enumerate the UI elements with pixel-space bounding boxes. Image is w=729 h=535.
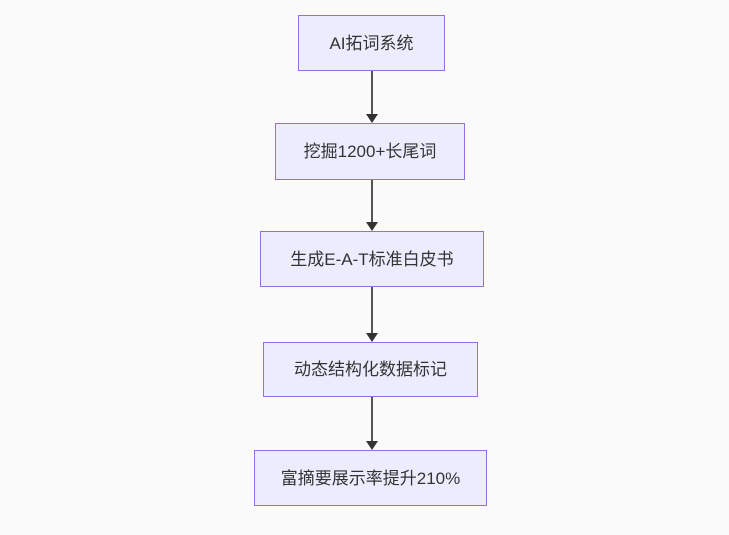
arrow-line — [370, 287, 373, 333]
arrow-line — [370, 180, 373, 222]
arrowhead-down-icon — [365, 114, 378, 123]
flowchart-node-eat-whitepaper: 生成E-A-T标准白皮书 — [260, 231, 484, 287]
flowchart-node-longtail-mining: 挖掘1200+长尾词 — [275, 123, 465, 180]
node-label: 动态结构化数据标记 — [294, 360, 447, 379]
node-label: 挖掘1200+长尾词 — [303, 142, 437, 161]
arrow-line — [370, 397, 373, 441]
flowchart-node-structured-data-markup: 动态结构化数据标记 — [263, 342, 478, 397]
arrow-line — [370, 71, 373, 114]
flowchart-node-rich-snippet-result: 富摘要展示率提升210% — [254, 450, 487, 506]
node-label: 富摘要展示率提升210% — [280, 468, 461, 488]
flowchart-node-ai-keyword-system: AI拓词系统 — [298, 15, 445, 71]
arrowhead-down-icon — [365, 441, 378, 450]
arrow-connector-b-c — [365, 180, 378, 231]
node-label: AI拓词系统 — [329, 33, 414, 53]
arrowhead-down-icon — [365, 333, 378, 342]
arrow-connector-a-b — [365, 71, 378, 123]
arrow-connector-c-d — [365, 287, 378, 342]
node-label: 生成E-A-T标准白皮书 — [290, 249, 454, 269]
arrow-connector-d-e — [365, 397, 378, 450]
arrowhead-down-icon — [365, 222, 378, 231]
